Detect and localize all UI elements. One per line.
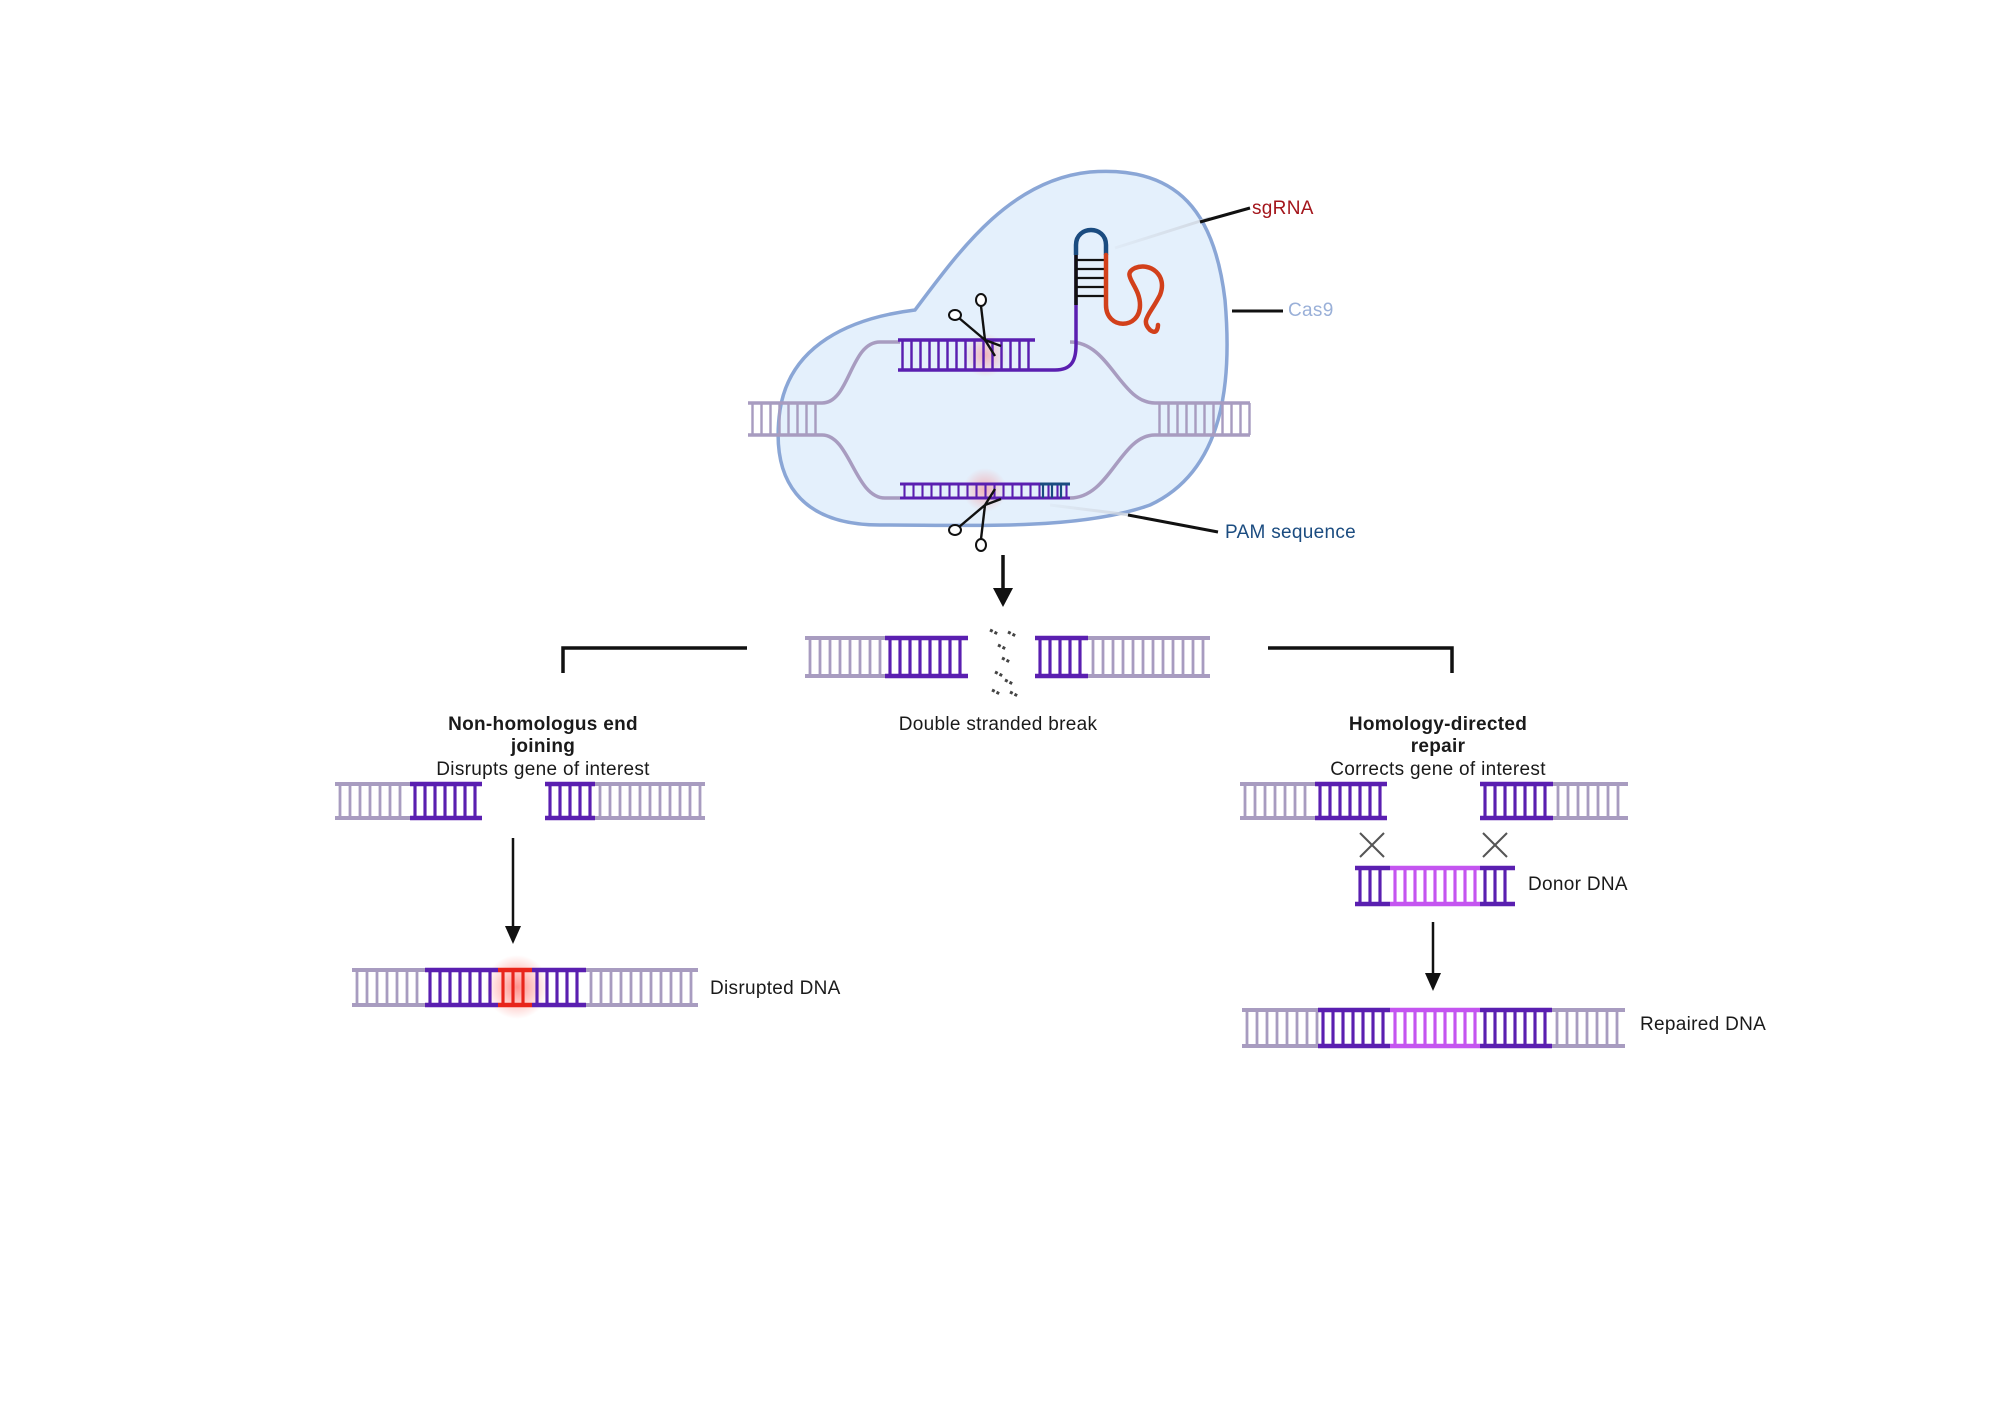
hdr-right-light <box>1553 782 1628 820</box>
repaired-dna-label: Repaired DNA <box>1640 1014 1767 1035</box>
dna-fragment <box>1007 630 1017 638</box>
nhej-right-light <box>595 782 705 820</box>
branch-line-left <box>561 646 747 673</box>
scissor-handle <box>948 309 962 321</box>
nhej-title-line-1: Non-homologus end <box>448 714 638 735</box>
nhej-title-line-2: joining <box>510 736 576 757</box>
scissors-top-icon <box>948 293 1002 357</box>
scissor-blade <box>979 504 987 540</box>
donor-dna-label: Donor DNA <box>1528 874 1628 895</box>
sgrna-backbone <box>1035 255 1078 372</box>
sgrna-leader <box>1199 206 1251 224</box>
dsb-left-dark <box>885 635 968 679</box>
sgrna-label: sgRNA <box>1252 198 1314 219</box>
nhej-branch-group <box>335 781 705 1019</box>
repaired-left-dark <box>1318 1007 1390 1049</box>
scissor-blade <box>984 497 1002 507</box>
nhej-arrow-head <box>505 926 521 944</box>
disrupted-dna-label: Disrupted DNA <box>710 978 841 999</box>
scissor-handle <box>975 538 987 552</box>
scissor-handle <box>948 524 962 536</box>
bubble-bottom-right <box>1069 433 1156 500</box>
scissor-blade <box>958 504 986 528</box>
dna-fragment <box>1009 690 1019 698</box>
scissors-bottom-icon <box>948 488 1002 552</box>
pam-leader <box>1127 513 1219 534</box>
nhej-right-dark <box>545 781 595 821</box>
donor-left-arm <box>1355 865 1390 907</box>
dna-fragment <box>989 628 999 636</box>
scissor-blade <box>984 338 1002 348</box>
double-stranded-break-label: Double stranded break <box>898 714 1098 735</box>
hdr-right-dark <box>1480 781 1553 821</box>
dna-fragment <box>997 643 1007 651</box>
repaired-right-light <box>1552 1008 1625 1048</box>
crossover-mark <box>1359 832 1385 858</box>
repaired-left-light <box>1242 1008 1319 1048</box>
disruption-glow <box>485 955 549 1019</box>
disrupted-right-light <box>586 968 698 1007</box>
disrupted-right-dark <box>532 967 586 1008</box>
double-strand-break-group <box>561 628 1454 698</box>
hdr-arrow-head <box>1425 973 1441 991</box>
bubble-bottom-left <box>821 433 900 500</box>
nhej-left-light <box>335 782 410 820</box>
disrupted-indel <box>498 967 532 1008</box>
dna-fragment <box>991 688 1001 696</box>
crossover-mark <box>1482 832 1508 858</box>
sgrna-hairpin-loop <box>1073 227 1109 255</box>
down-arrow-head <box>993 588 1013 607</box>
bubble-top-right <box>1069 340 1156 405</box>
pam-sequence-label: PAM sequence <box>1225 522 1357 543</box>
hdr-left-light <box>1240 782 1315 820</box>
hdr-left-dark <box>1315 781 1387 821</box>
donor-insert <box>1390 865 1480 907</box>
dna-fragment <box>1004 678 1014 686</box>
donor-right-arm <box>1480 865 1515 907</box>
target-strand-hybrid <box>898 338 1035 372</box>
dsb-left-light <box>805 636 885 678</box>
scissor-handle <box>975 293 987 307</box>
disrupted-left-dark <box>425 967 498 1008</box>
hdr-title-line-2: repair <box>1410 736 1466 757</box>
dsb-right-light <box>1088 636 1210 678</box>
disrupted-left-light <box>352 968 425 1007</box>
flank-dna-left <box>748 401 822 437</box>
dsb-right-dark <box>1035 635 1088 679</box>
pam-leader-fade <box>1049 503 1131 517</box>
nhej-left-dark <box>410 781 482 821</box>
bubble-top-left <box>821 340 900 405</box>
sgrna-tail <box>1103 252 1165 334</box>
scissor-blade <box>979 305 987 341</box>
scissor-blade <box>983 488 997 506</box>
hdr-branch-group <box>1240 781 1628 1049</box>
repaired-insert <box>1390 1007 1480 1049</box>
nhej-description: Disrupts gene of interest <box>436 759 650 780</box>
scissor-blade <box>983 339 997 357</box>
hdr-description: Corrects gene of interest <box>1330 759 1546 780</box>
dna-fragment <box>994 670 1004 678</box>
cas9-complex-group <box>748 206 1283 607</box>
hdr-title-line-1: Homology-directed <box>1348 714 1528 735</box>
sgrna-leader-fade <box>1114 216 1211 250</box>
flank-dna-right <box>1155 401 1251 437</box>
dna-fragment <box>1001 656 1011 664</box>
branch-line-right <box>1268 646 1454 673</box>
cas9-label: Cas9 <box>1288 300 1334 321</box>
scissor-blade <box>958 317 986 341</box>
repaired-right-dark <box>1480 1007 1552 1049</box>
